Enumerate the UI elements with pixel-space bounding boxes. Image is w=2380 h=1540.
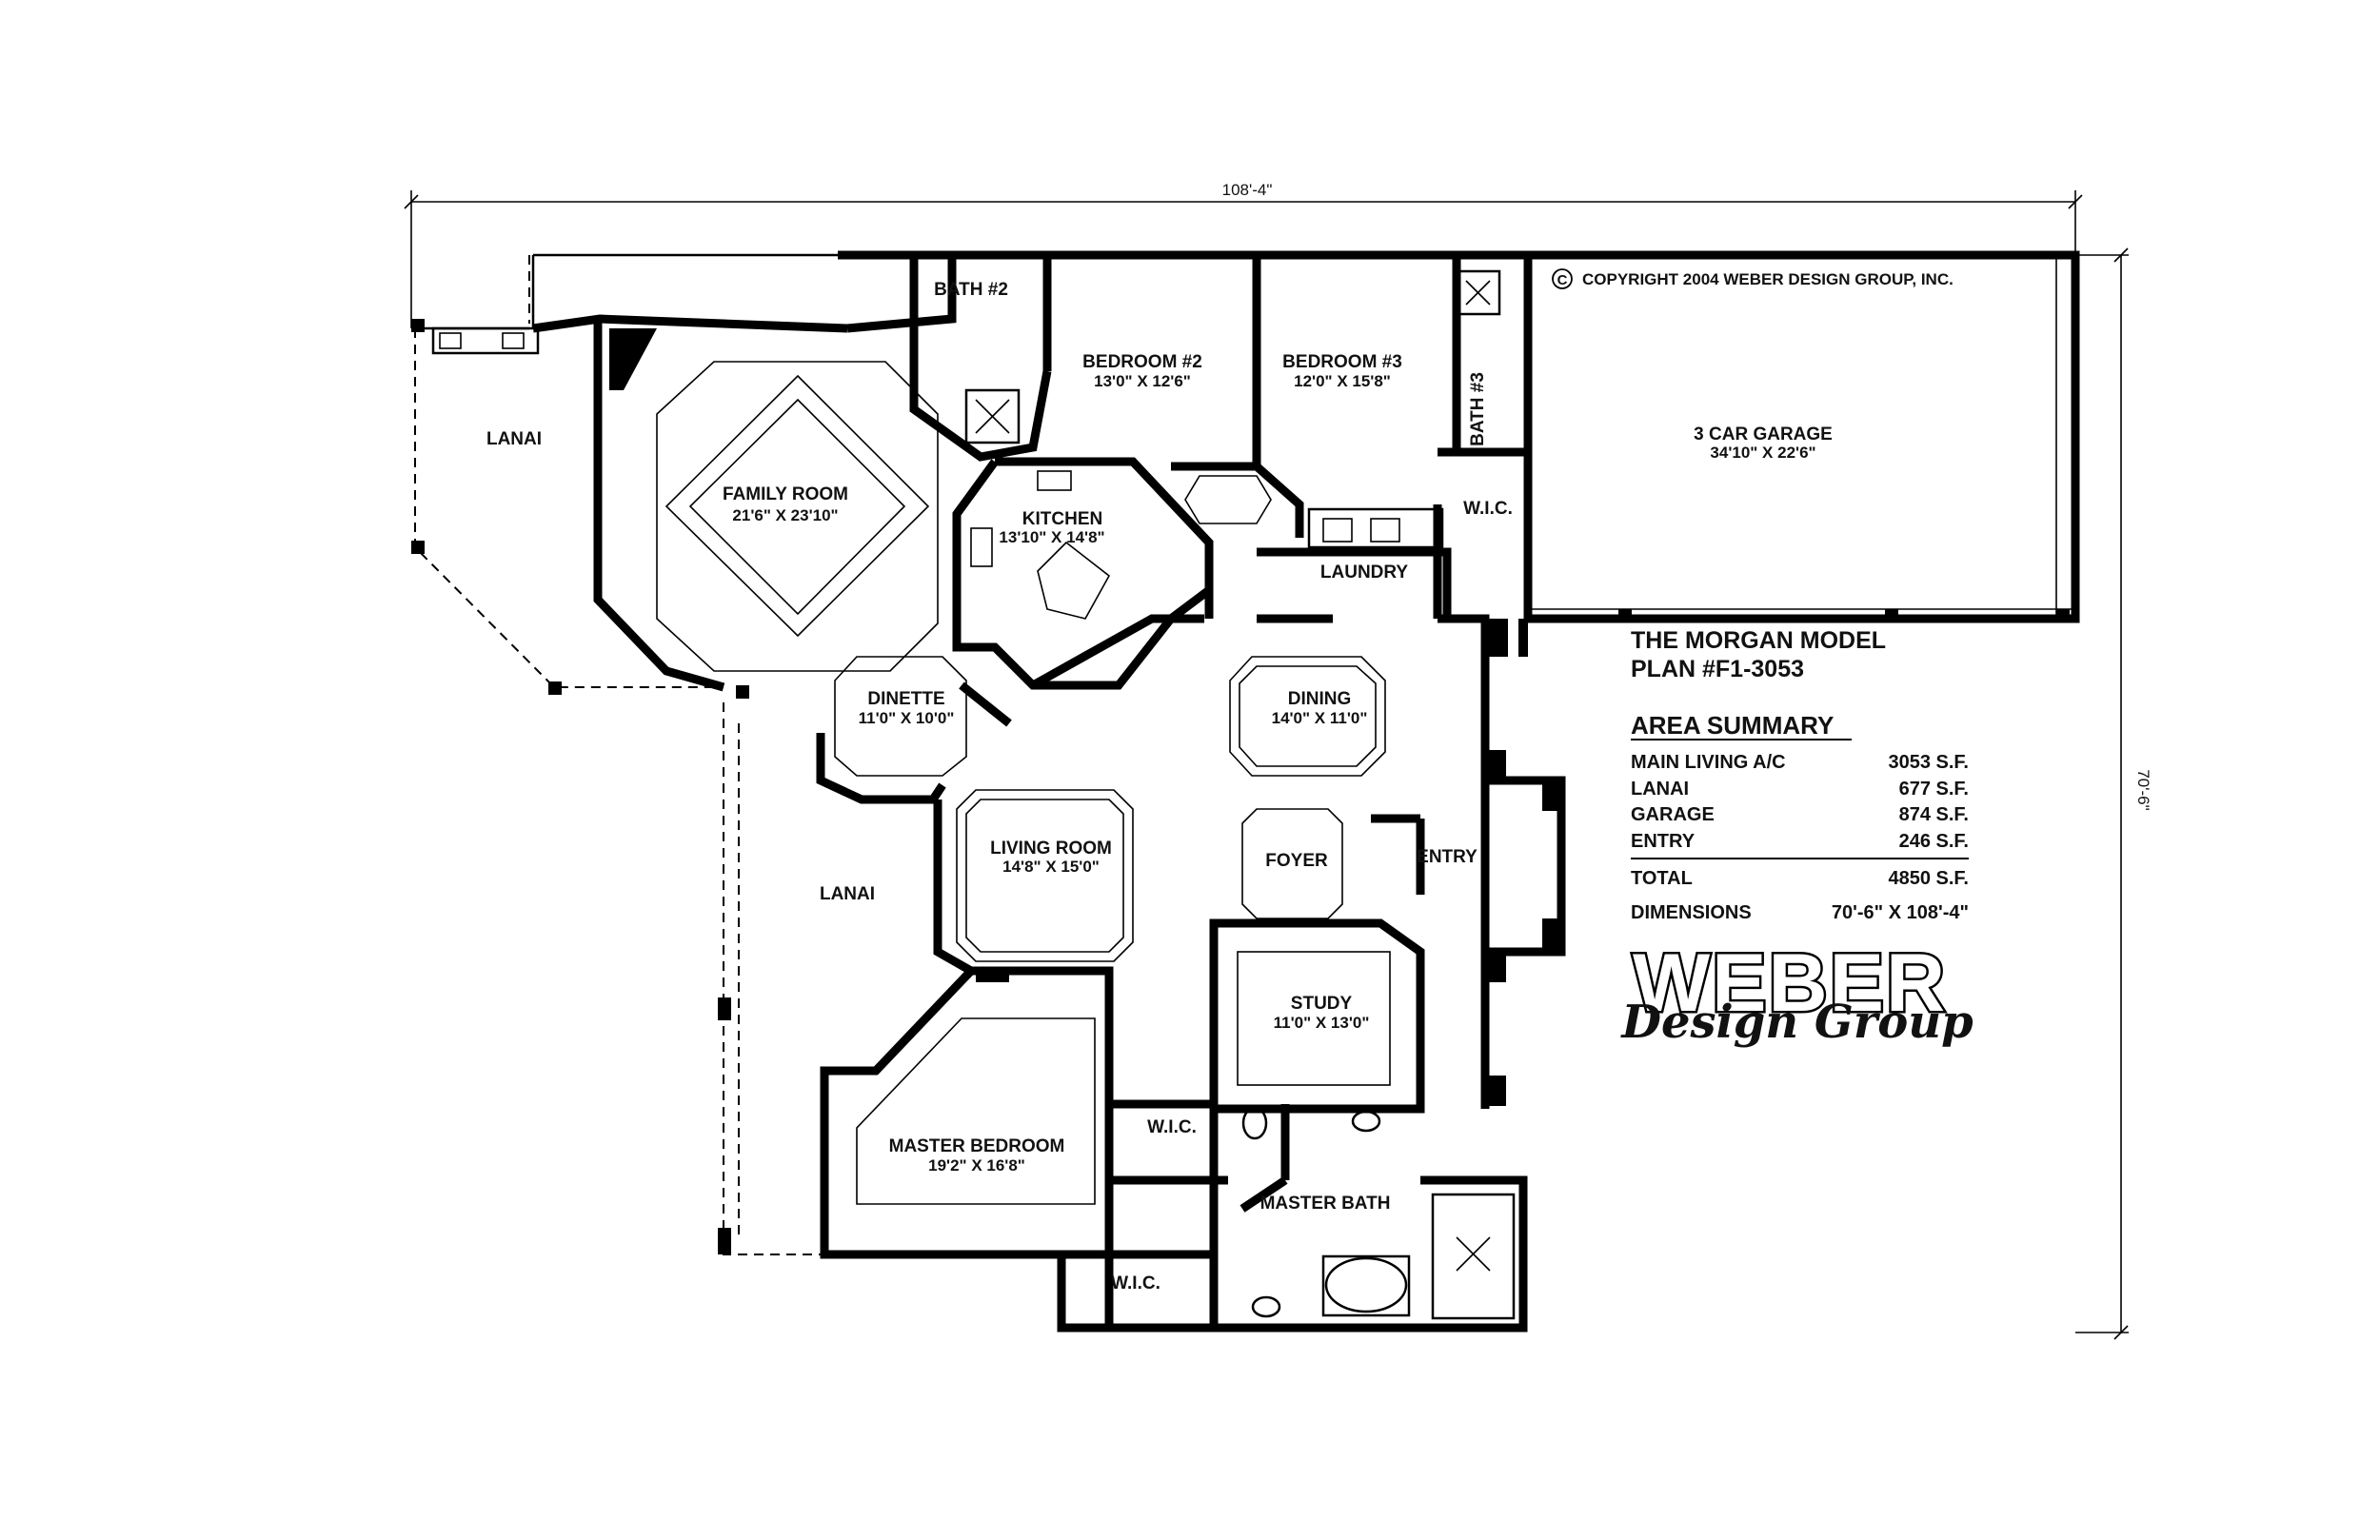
room-dining-label: DINING (1288, 689, 1352, 709)
overall-depth-dimension: 70'-6" (2134, 769, 2152, 810)
room-living-size: 14'8" X 15'0" (1002, 858, 1100, 876)
room-master-bed-size: 19'2" X 16'8" (928, 1156, 1025, 1175)
weber-logo: WEBER WEBER Design Group (1619, 936, 1973, 1050)
logo-wordmark-fill: WEBER (1633, 938, 1947, 1029)
room-entry-label: ENTRY (1417, 847, 1478, 867)
copyright-notice: C COPYRIGHT 2004 WEBER DESIGN GROUP, INC… (1552, 268, 1954, 289)
dimensions-value: 70'-6" X 108'-4" (1832, 902, 1969, 923)
room-master-bed-label: MASTER BEDROOM (889, 1136, 1065, 1156)
room-bedroom3-size: 12'0" X 15'8" (1294, 372, 1391, 390)
room-study-label: STUDY (1291, 994, 1353, 1014)
room-wic-top-label: W.I.C. (1463, 499, 1513, 519)
room-dinette-label: DINETTE (867, 689, 944, 709)
room-garage-size: 34'10" X 22'6" (1710, 444, 1815, 462)
room-bedroom2-size: 13'0" X 12'6" (1094, 372, 1191, 390)
room-bath3-label: BATH #3 (1468, 372, 1488, 446)
summary-total-label: TOTAL (1631, 868, 1693, 889)
room-bedroom3-label: BEDROOM #3 (1282, 352, 1402, 372)
summary-row-label: ENTRY (1631, 831, 1696, 852)
room-garage-label: 3 CAR GARAGE (1694, 424, 1833, 444)
room-kitchen-label: KITCHEN (1022, 509, 1102, 529)
room-study-size: 11'0" X 13'0" (1274, 1014, 1370, 1032)
room-bedroom2-label: BEDROOM #2 (1082, 352, 1202, 372)
room-wic-master2-label: W.I.C. (1111, 1273, 1160, 1293)
summary-row-value: 874 S.F. (1899, 804, 1969, 825)
room-lanai-main-label: LANAI (820, 884, 875, 904)
room-labels: LANAI FAMILY ROOM 21'6" X 23'10" KITCHEN… (486, 280, 1833, 1293)
room-living-label: LIVING ROOM (990, 839, 1112, 859)
room-lanai-left-label: LANAI (486, 429, 542, 449)
copyright-symbol: C (1557, 272, 1568, 288)
left-lanai (411, 255, 724, 695)
model-name: THE MORGAN MODEL (1631, 627, 1886, 654)
copyright-icon (1552, 268, 1573, 289)
room-laundry-label: LAUNDRY (1320, 563, 1409, 582)
summary-row-value: 246 S.F. (1899, 831, 1969, 852)
room-kitchen-size: 13'10" X 14'8" (999, 528, 1104, 546)
summary-total-value: 4850 S.F. (1888, 868, 1969, 889)
room-bath2-label: BATH #2 (934, 280, 1008, 300)
plan-number: PLAN #F1-3053 (1631, 656, 1804, 682)
main-lanai (718, 685, 824, 1255)
dimension-lines: 108'-4" 70'-6" (404, 181, 2152, 1340)
exterior-walls (531, 250, 2080, 1333)
plan-info: THE MORGAN MODEL PLAN #F1-3053 AREA SUMM… (1631, 627, 1969, 923)
dimensions-label: DIMENSIONS (1631, 902, 1752, 923)
room-family-label: FAMILY ROOM (723, 484, 848, 504)
room-wic-master1-label: W.I.C. (1147, 1117, 1197, 1137)
copyright-text: COPYRIGHT 2004 WEBER DESIGN GROUP, INC. (1582, 270, 1954, 288)
fixtures (609, 255, 2075, 1320)
room-dinette-size: 11'0" X 10'0" (859, 709, 955, 727)
room-foyer-label: FOYER (1265, 851, 1328, 871)
summary-row-label: LANAI (1631, 779, 1689, 800)
overall-width-dimension: 108'-4" (1222, 181, 1273, 199)
area-summary-title: AREA SUMMARY (1631, 711, 1834, 740)
room-family-size: 21'6" X 23'10" (732, 506, 838, 524)
summary-row-value: 677 S.F. (1899, 779, 1969, 800)
logo-wordmark: WEBER (1633, 938, 1947, 1029)
summary-row-label: GARAGE (1631, 804, 1715, 825)
room-dining-size: 14'0" X 11'0" (1272, 709, 1368, 727)
room-master-bath-label: MASTER BATH (1260, 1194, 1391, 1214)
summary-row-value: 3053 S.F. (1888, 752, 1969, 773)
logo-tagline: Design Group (1619, 996, 1973, 1049)
summary-row-label: MAIN LIVING A/C (1631, 752, 1786, 773)
